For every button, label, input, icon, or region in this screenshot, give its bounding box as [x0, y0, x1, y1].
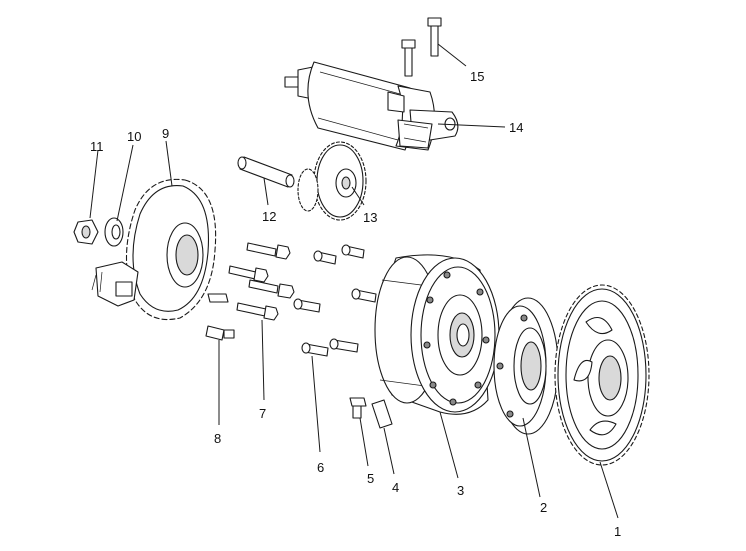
part-stator — [91, 178, 217, 321]
callout-4: 4 — [392, 480, 399, 495]
callout-5: 5 — [367, 471, 374, 486]
callout-3: 3 — [457, 483, 464, 498]
callout-15: 15 — [470, 69, 484, 84]
callout-12: 12 — [262, 209, 276, 224]
part-starter-motor — [284, 61, 459, 151]
part-idler-gear — [297, 141, 367, 221]
leader-lines — [89, 43, 619, 519]
callout-8: 8 — [214, 431, 221, 446]
part-washer — [104, 217, 124, 247]
callout-14: 14 — [509, 120, 523, 135]
callout-2: 2 — [540, 500, 547, 515]
callout-7: 7 — [259, 406, 266, 421]
part-nut — [73, 219, 99, 245]
callout-11: 11 — [90, 139, 104, 154]
callout-10: 10 — [127, 129, 141, 144]
callout-13: 13 — [363, 210, 377, 225]
callout-1: 1 — [614, 524, 621, 539]
part-rotor — [374, 254, 500, 415]
part-bolt-8 — [205, 293, 235, 341]
part-clutch — [493, 297, 559, 435]
part-ring-gear — [554, 284, 650, 466]
part-long-bolts — [228, 242, 295, 321]
part-starter-bolts — [401, 17, 442, 77]
callout-9: 9 — [162, 126, 169, 141]
part-socket-screws — [293, 244, 377, 357]
part-shaft-pin — [237, 156, 295, 188]
part-lock-plate — [371, 399, 393, 429]
callout-6: 6 — [317, 460, 324, 475]
callout-labels: 15 14 12 13 11 10 9 8 7 6 5 4 3 2 1 — [90, 69, 621, 539]
part-bolt-5 — [349, 397, 367, 419]
